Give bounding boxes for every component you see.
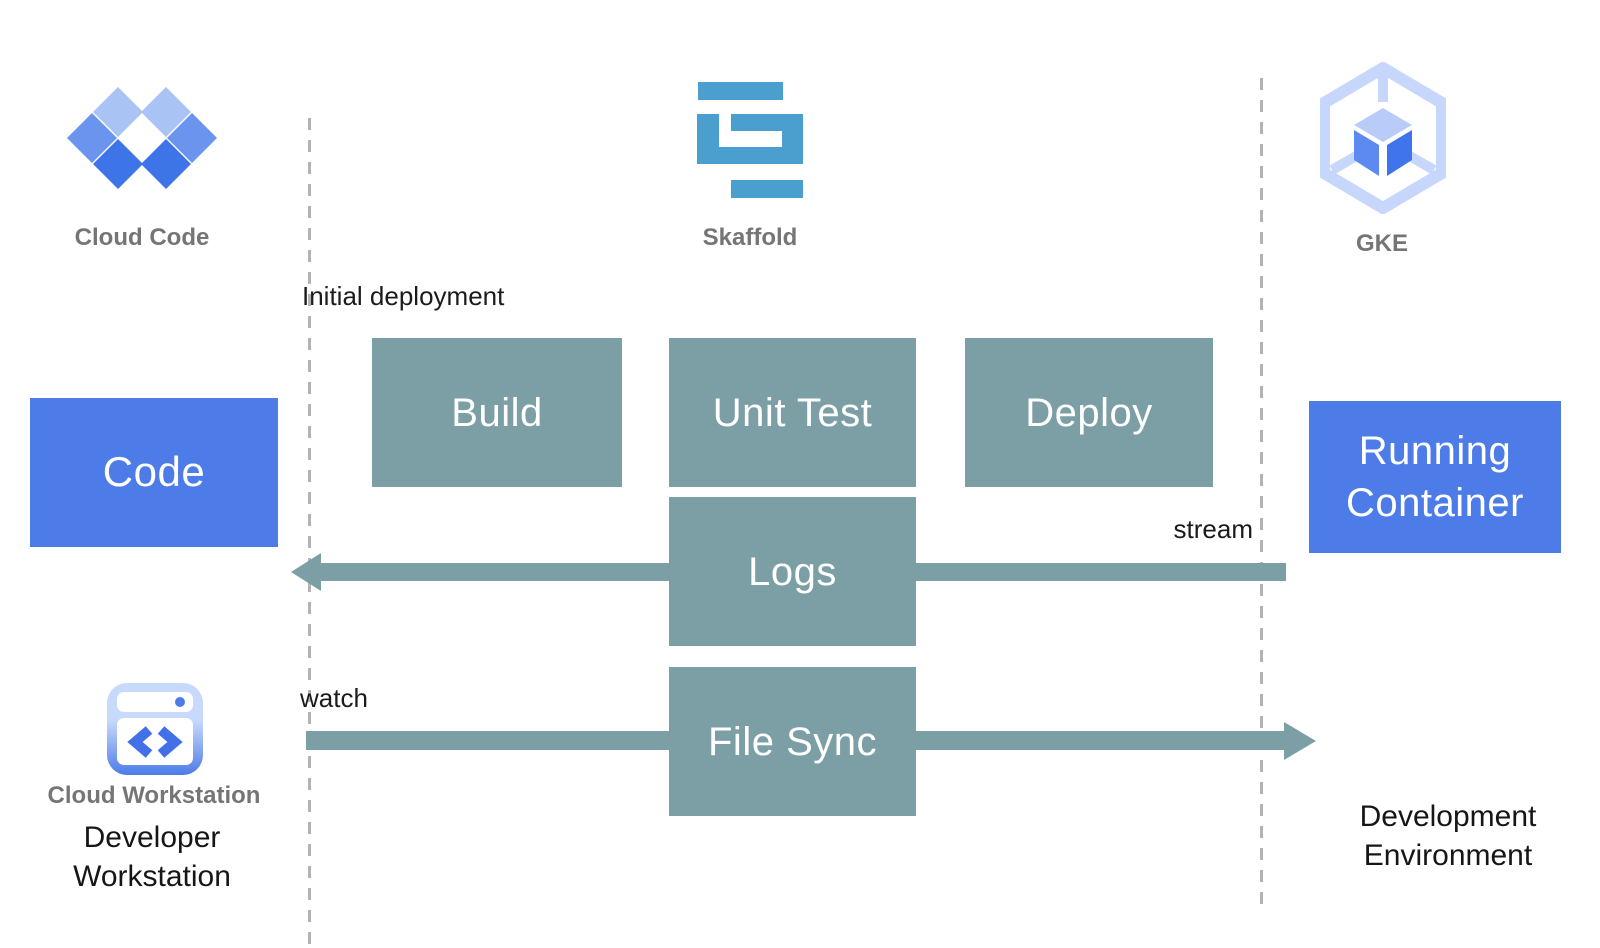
logs-node: Logs bbox=[669, 497, 916, 646]
lane-divider-left bbox=[308, 118, 311, 944]
file-sync-node: File Sync bbox=[669, 667, 916, 816]
running-container-node: Running Container bbox=[1309, 401, 1561, 553]
unit-test-node: Unit Test bbox=[669, 338, 916, 487]
gke-label: GKE bbox=[1355, 230, 1408, 257]
development-environment-label: Development Environment bbox=[1359, 800, 1537, 872]
skaffold-label: Skaffold bbox=[702, 224, 798, 251]
skaffold-icon bbox=[697, 82, 803, 198]
build-node: Build bbox=[372, 338, 622, 487]
code-node: Code bbox=[30, 398, 278, 547]
cloud-workstation-icon bbox=[107, 683, 203, 775]
cloud-code-icon bbox=[67, 87, 217, 189]
developer-workstation-label: Developer Workstation bbox=[73, 821, 231, 893]
cloud-workstation-label: Cloud Workstation bbox=[47, 782, 261, 809]
deploy-node: Deploy bbox=[965, 338, 1213, 487]
deploy-node-label: Deploy bbox=[1025, 390, 1153, 435]
initial-deployment-label: Initial deployment bbox=[302, 281, 505, 311]
watch-label: watch bbox=[300, 683, 368, 713]
build-node-label: Build bbox=[451, 390, 543, 435]
stream-label: stream bbox=[1173, 514, 1253, 544]
running-container-label: Running Container bbox=[1346, 429, 1524, 525]
file-sync-node-label: File Sync bbox=[708, 719, 877, 764]
gke-icon bbox=[1320, 62, 1446, 214]
unit-test-node-label: Unit Test bbox=[712, 390, 873, 435]
lane-divider-right bbox=[1260, 78, 1263, 914]
logs-node-label: Logs bbox=[748, 549, 837, 594]
code-node-label: Code bbox=[102, 448, 206, 496]
cloud-code-label: Cloud Code bbox=[74, 224, 210, 251]
